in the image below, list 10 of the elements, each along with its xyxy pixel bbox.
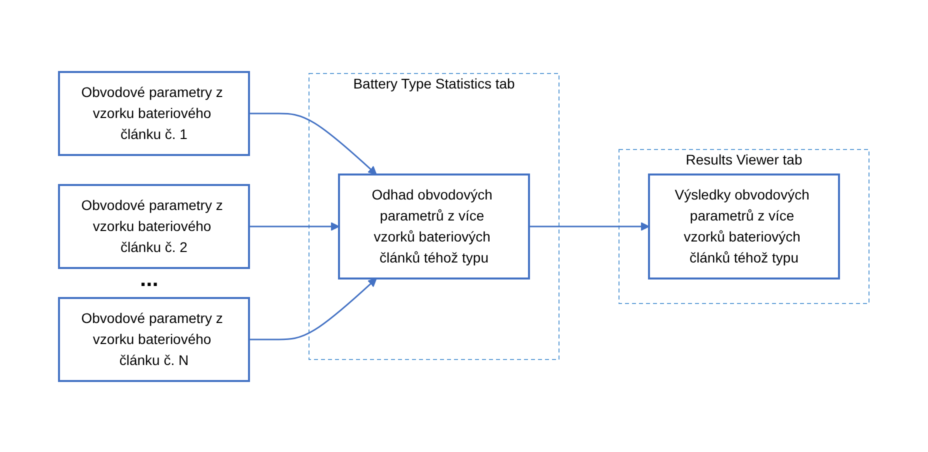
node-box: Obvodové parametry z vzorku bateriového článku č. N	[58, 296, 250, 382]
node-box: Výsledky obvodových parametrů z více vzorků bateriových článků téhož typu	[648, 173, 840, 279]
arrow	[249, 222, 340, 230]
ellipsis-label: ...	[140, 268, 158, 290]
arrow	[529, 222, 650, 230]
node-box: Obvodové parametry z vzorku bateriového článku č. 1	[58, 70, 250, 156]
arrow	[249, 112, 377, 174]
arrow	[249, 278, 377, 340]
node-box: Obvodové parametry z vzorku bateriového článku č. 2	[58, 184, 250, 268]
node-box: Odhad obvodových parametrů z více vzorků bateriových článků téhož typu	[338, 173, 530, 279]
